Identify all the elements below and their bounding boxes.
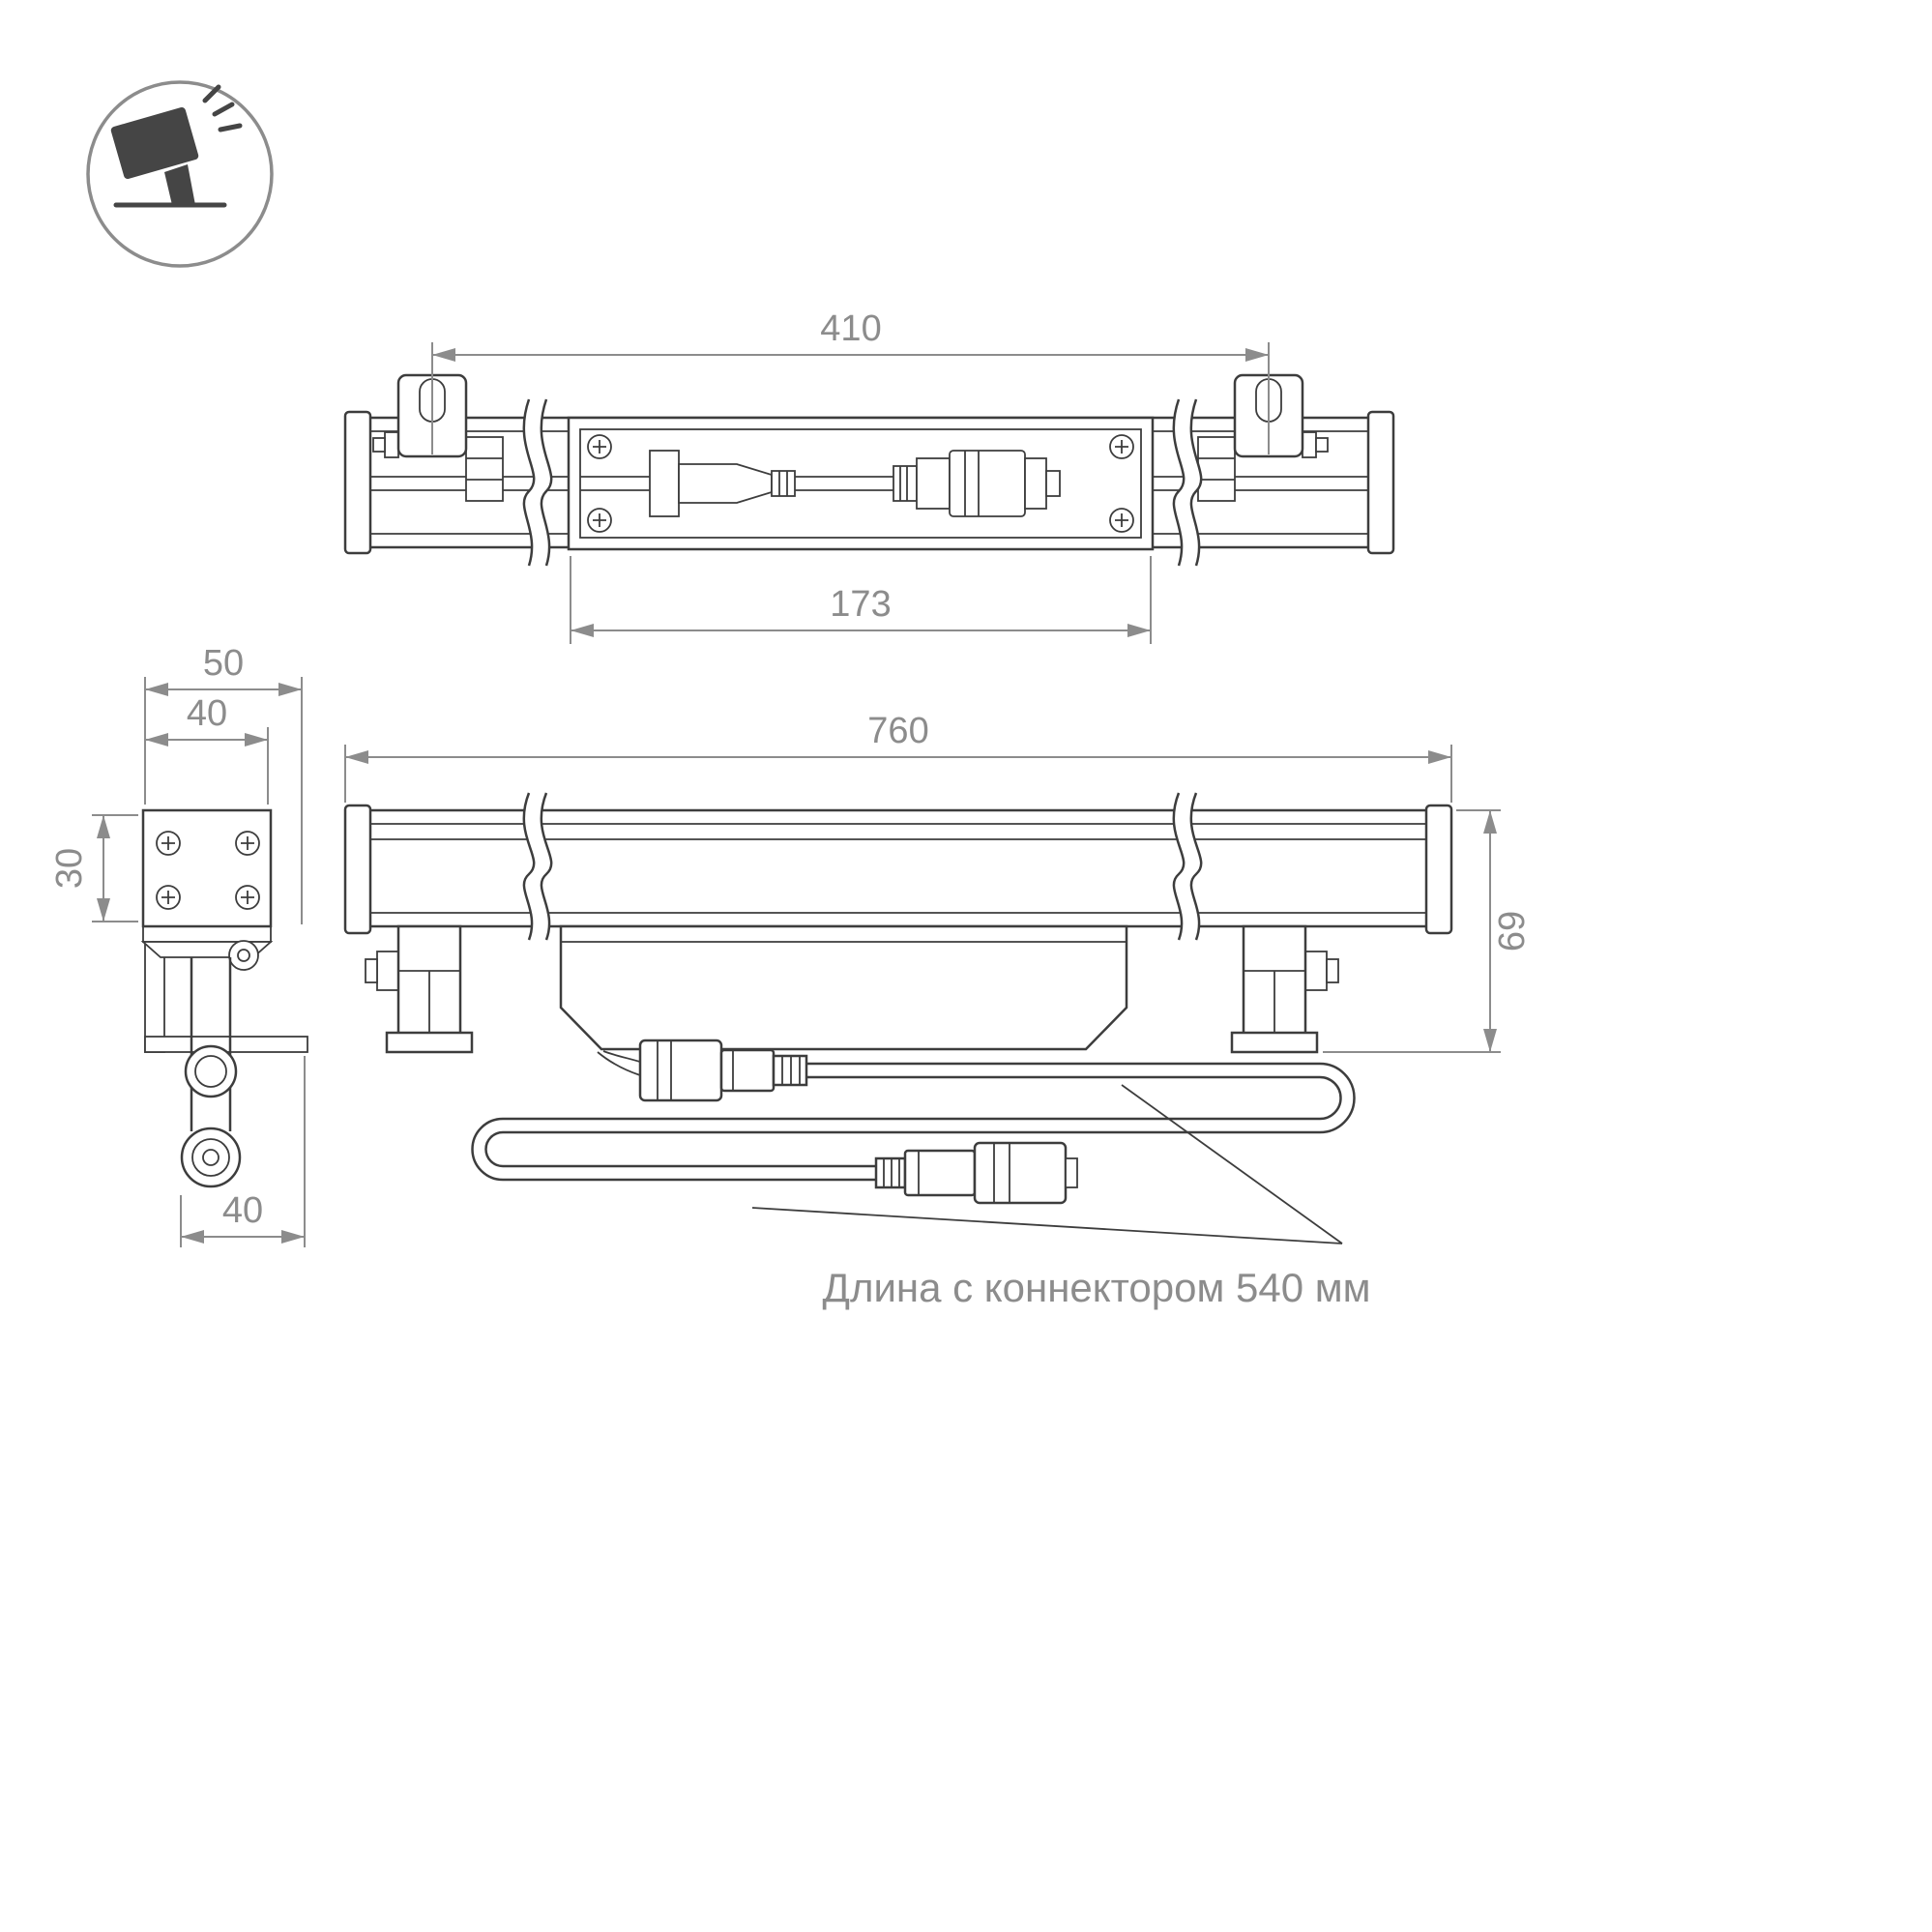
dimension-front-height: 69 bbox=[1323, 809, 1533, 1053]
connector-pair-mid bbox=[638, 1039, 808, 1102]
dim-label-173: 173 bbox=[830, 584, 891, 625]
right-end-cap bbox=[1366, 410, 1395, 555]
break-mark bbox=[522, 397, 553, 568]
dim-label-40-bottom: 40 bbox=[222, 1190, 263, 1231]
break-mark bbox=[522, 791, 553, 942]
left-end-cap bbox=[343, 410, 372, 555]
right-end-cap bbox=[1424, 804, 1453, 935]
dim-label-69: 69 bbox=[1492, 911, 1533, 951]
leader-lines bbox=[751, 1084, 1343, 1244]
floodlight-icon bbox=[86, 80, 274, 268]
power-connector bbox=[893, 450, 1061, 517]
mounting-bracket-right bbox=[1197, 373, 1329, 502]
left-end-cap bbox=[343, 804, 372, 935]
clamp-knob bbox=[228, 940, 259, 971]
dim-label-410: 410 bbox=[820, 308, 881, 349]
dimension-front-length: 760 bbox=[344, 711, 1452, 803]
connector-pair-end bbox=[874, 1141, 1078, 1205]
supply-cable bbox=[471, 1050, 1356, 1182]
light-ray bbox=[218, 123, 243, 132]
dimension-side-body-width: 40 bbox=[145, 693, 269, 805]
floodlight-body bbox=[110, 107, 199, 179]
dim-label-50: 50 bbox=[203, 643, 244, 684]
light-ray bbox=[212, 102, 235, 117]
floodlight-stand bbox=[164, 164, 195, 205]
bracket-foot bbox=[144, 1036, 308, 1053]
front-bracket-left bbox=[365, 924, 474, 1054]
driver-box bbox=[559, 924, 1128, 1051]
mounting-bracket-left bbox=[372, 373, 504, 502]
connector-length-note: Длина с коннектором 540 мм bbox=[823, 1265, 1371, 1310]
dimension-side-body-height: 30 bbox=[49, 814, 138, 922]
dim-label-40-top: 40 bbox=[187, 693, 227, 734]
break-mark bbox=[1172, 791, 1203, 942]
dim-label-760: 760 bbox=[867, 711, 928, 751]
dim-label-30: 30 bbox=[49, 848, 90, 889]
inline-connector bbox=[649, 450, 796, 517]
connector-end-face bbox=[180, 1127, 242, 1188]
light-ray bbox=[202, 84, 221, 103]
dimension-side-bottom-width: 40 bbox=[180, 1056, 306, 1247]
top-view bbox=[343, 373, 1395, 568]
dimension-window-length: 173 bbox=[570, 556, 1152, 644]
icon-ring bbox=[86, 80, 274, 268]
front-bracket-right bbox=[1230, 924, 1339, 1054]
front-view bbox=[343, 791, 1453, 1244]
side-view bbox=[140, 808, 308, 1188]
dimensions: 410 173 50 40 bbox=[49, 308, 1533, 1247]
dimension-side-outer-width: 50 bbox=[144, 643, 303, 924]
dimension-top-width: 410 bbox=[431, 308, 1270, 454]
cable-channel bbox=[567, 416, 1155, 551]
cable-gland bbox=[184, 1044, 238, 1098]
break-mark bbox=[1172, 397, 1203, 568]
bracket-flange bbox=[142, 925, 272, 943]
profile-end-face bbox=[141, 808, 273, 928]
